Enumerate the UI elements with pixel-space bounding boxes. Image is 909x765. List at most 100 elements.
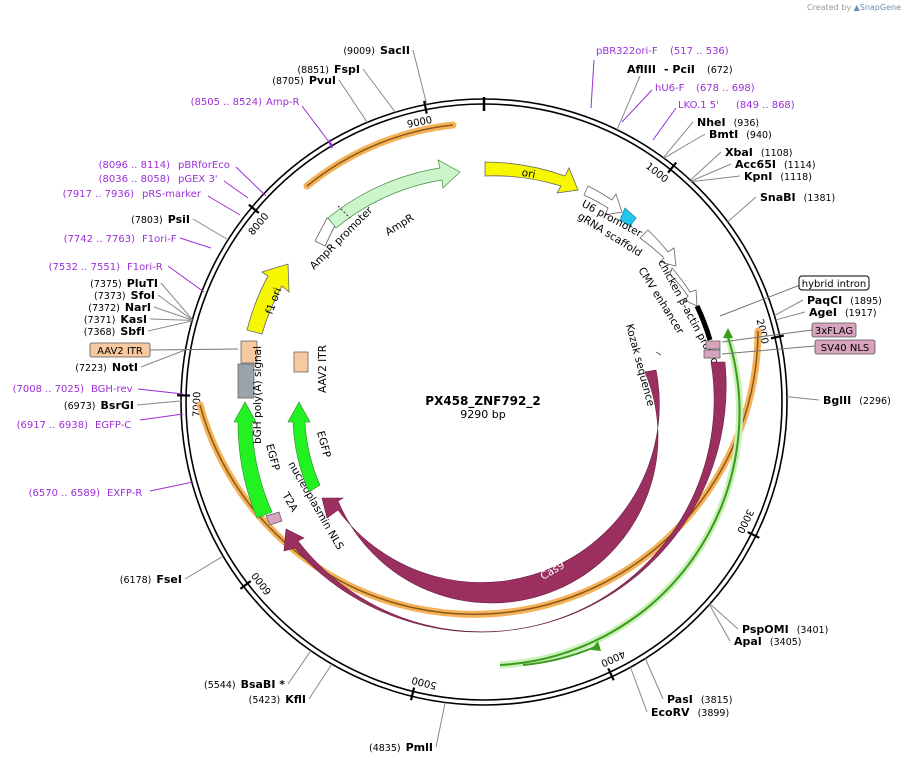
ori-label: ori <box>521 167 537 181</box>
egfp-inner-arrow <box>287 401 321 493</box>
primer-leader <box>139 413 184 421</box>
outer-orange-arc-large <box>196 327 762 618</box>
enzyme-position: (1917) <box>845 308 877 319</box>
enzyme-name: FspI <box>334 63 360 76</box>
enzyme-position: (7371) <box>84 315 116 326</box>
enzyme-leader <box>691 175 741 183</box>
primer-name-bgh-rev: BGH-rev <box>91 384 133 395</box>
enzyme-name: PspOMI <box>742 623 789 636</box>
primer-leader <box>590 59 595 109</box>
enzyme-position: (7223) <box>75 363 107 374</box>
enzyme-position: (672) <box>707 65 733 76</box>
egfp-outer-label: EGFP <box>263 443 282 472</box>
ampr-arrow <box>327 159 461 229</box>
enzyme-leader <box>412 49 428 105</box>
primer-name-amp-r: Amp-R <box>266 97 300 108</box>
enzyme-leader <box>338 79 368 123</box>
sv40-leader <box>721 345 816 355</box>
enzyme-name: PluTI <box>127 277 158 290</box>
bgh-polya-feature <box>237 363 255 399</box>
enzyme-leader <box>616 75 641 130</box>
enzyme-name: KpnI <box>744 170 772 183</box>
hybrid-intron-box <box>798 275 870 291</box>
credit-prefix: Created by <box>807 3 852 12</box>
enzyme-leader <box>727 196 757 223</box>
primer-range-hu6-f: (678 .. 698) <box>696 83 755 94</box>
tick-mark <box>409 687 416 701</box>
flag-box <box>811 322 857 338</box>
primer-name-f1ori-f: F1ori-F <box>142 234 177 245</box>
enzyme-position: (3899) <box>698 708 730 719</box>
enzyme-name: Acc65I <box>735 158 776 171</box>
boxed-labels: hybrid intron 3xFLAG SV40 NLS AAV2 ITR <box>89 275 876 358</box>
aav2-itr-box <box>89 342 151 358</box>
primer-range-pbrforeco: (8096 .. 8114) <box>99 160 171 171</box>
enzyme-position: (3815) <box>701 695 733 706</box>
primer-range-prs-marker: (7917 .. 7936) <box>63 189 135 200</box>
primer-name-lko1: LKO.1 5' <box>678 100 719 111</box>
enzyme-leader <box>153 306 193 321</box>
enzyme-position: (7372) <box>88 303 120 314</box>
enzyme-name: NotI <box>112 361 138 374</box>
enzyme-name: SnaBI <box>760 191 796 204</box>
enzyme-leader <box>691 163 732 182</box>
primer-range-pgex: (8036 .. 8058) <box>99 174 171 185</box>
primer-leader <box>301 105 330 143</box>
enzyme-name: SbfI <box>120 325 145 338</box>
primer-name-pbr322ori-f: pBR322ori-F <box>596 46 658 57</box>
enzyme-position: (1114) <box>784 160 816 171</box>
flag-feature <box>705 340 721 350</box>
enzyme-position: (7803) <box>131 215 163 226</box>
outer-orange-arc-large-core <box>199 330 759 616</box>
enzyme-position: (8851) <box>297 65 329 76</box>
primer-leader <box>149 481 194 492</box>
green-arc-line <box>499 336 741 666</box>
enzyme-name: PsiI <box>168 213 190 226</box>
cas9-outer-label: Cas9 <box>567 608 596 631</box>
tick-mark <box>607 668 615 681</box>
enzyme-leader <box>308 663 333 700</box>
primer-range-f1ori-r: (7532 .. 7551) <box>49 262 121 273</box>
enzyme-position: (2296) <box>859 396 891 407</box>
primer-leader <box>207 195 241 216</box>
enzyme-leader <box>140 349 186 368</box>
primer-annotations: (8505 .. 8524) Amp-R (8096 .. 8114) pBRf… <box>13 46 795 499</box>
enzyme-position: (1108) <box>761 148 793 159</box>
primer-range-pbr322ori-f: (517 .. 536) <box>670 46 729 57</box>
enzyme-position: (940) <box>746 130 772 141</box>
aav2-itr-right-feature <box>293 351 309 373</box>
sv40-feature <box>703 349 721 359</box>
green-arc-arrowhead <box>723 328 733 338</box>
primer-name-hu6-f: hU6-F <box>655 83 685 94</box>
primer-name-exfp-r: EXFP-R <box>107 488 142 499</box>
enzyme-position: (3405) <box>770 637 802 648</box>
enzyme-leader <box>663 133 706 159</box>
enzyme-leader <box>644 658 664 700</box>
f1-ori-arrow <box>246 263 290 335</box>
snapgene-credit: Created by ▲SnapGene <box>807 3 901 12</box>
enzyme-leader <box>147 320 193 332</box>
primer-name-prs-marker: pRS-marker <box>142 189 202 200</box>
credit-brand: SnapGene <box>859 3 901 12</box>
enzyme-name: PmlI <box>406 741 433 754</box>
enzyme-position: (9009) <box>343 46 375 57</box>
enzyme-name: XbaI <box>725 146 753 159</box>
enzyme-name: BsaBI * <box>241 678 286 691</box>
primer-name-egfp-c: EGFP-C <box>95 420 131 431</box>
enzyme-name: BsrGI <box>101 399 134 412</box>
primer-range-exfp-r: (6570 .. 6589) <box>29 488 101 499</box>
tick-mark <box>423 100 428 114</box>
ampr-label: AmpR <box>383 212 416 239</box>
sv40-box <box>814 339 876 355</box>
ori-arrow <box>484 161 579 194</box>
tick-mark <box>747 531 760 539</box>
enzyme-leader <box>709 603 739 630</box>
hybrid-intron-leader <box>719 284 801 317</box>
tick-mark <box>770 334 784 340</box>
enzyme-name: PasI <box>667 693 693 706</box>
aav2-itr-right-label: AAV2 ITR <box>317 345 329 393</box>
tick-label: 6000 <box>250 570 274 597</box>
ampr-boundary <box>337 205 351 219</box>
flag-label: 3xFLAG <box>815 326 853 337</box>
enzyme-position: (3401) <box>797 625 829 636</box>
